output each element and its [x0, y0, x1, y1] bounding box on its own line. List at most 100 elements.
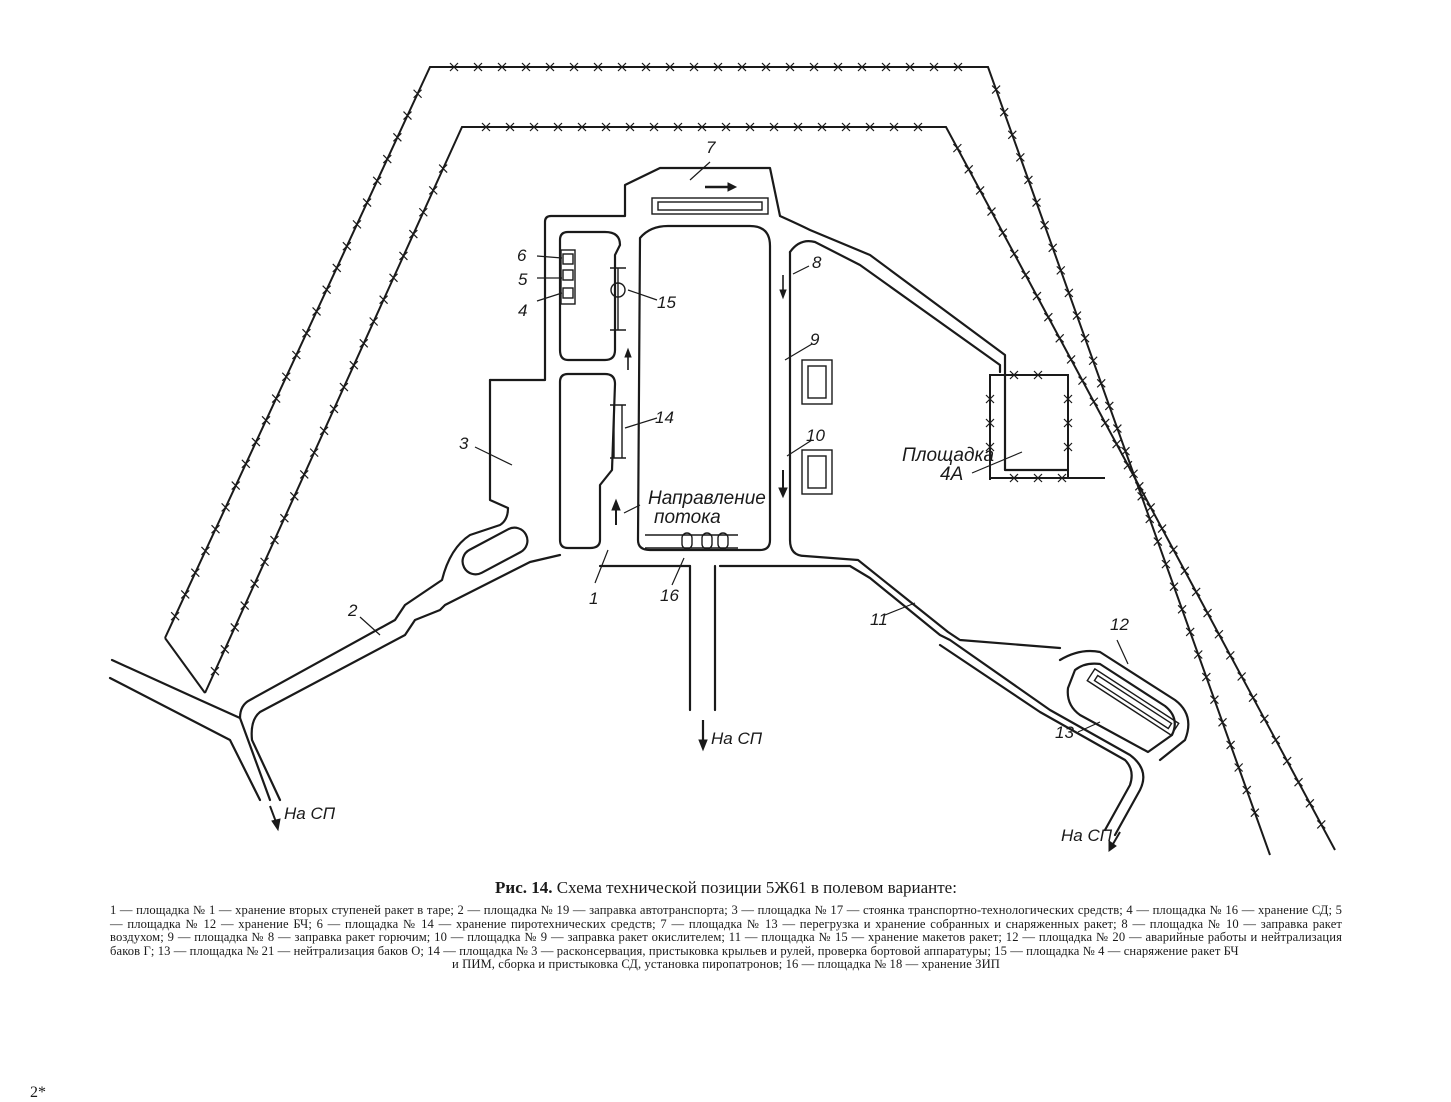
- caption-title-text: Схема технической позиции 5Ж61 в полевом…: [556, 878, 957, 897]
- fence-tick: [1096, 378, 1106, 388]
- fence-tick: [545, 62, 555, 72]
- fence-tick: [1305, 798, 1315, 808]
- fence-tick: [1009, 249, 1019, 259]
- fence-tick: [1064, 288, 1074, 298]
- fence-tick: [689, 62, 699, 72]
- fence-tick: [1112, 424, 1122, 433]
- caption-legend-text: 1 — площадка № 1 — хранение вторых ступе…: [110, 903, 1342, 958]
- fence-tick: [170, 611, 180, 621]
- caption-legend-last: и ПИМ, сборка и пристыковка СД, установк…: [452, 957, 1000, 972]
- fence-tick: [1161, 559, 1171, 569]
- fence-tick: [1134, 481, 1144, 491]
- fence-tick: [271, 394, 281, 403]
- fence-tick: [1063, 442, 1073, 452]
- fence-tick: [1123, 460, 1133, 470]
- fence-tick: [399, 251, 408, 261]
- fence-tick: [497, 62, 507, 72]
- fence-tick: [641, 62, 651, 72]
- pad-4a-fence: [989, 374, 1069, 480]
- to-sp-center-label: На СП: [711, 729, 763, 748]
- fence-tick: [1250, 808, 1260, 818]
- fence-tick: [1057, 473, 1067, 483]
- fence-tick: [769, 122, 779, 132]
- fence-tick: [601, 122, 611, 132]
- fence-ticks: [170, 62, 1326, 829]
- fence-tick: [577, 122, 587, 132]
- fence-tick: [261, 415, 271, 425]
- caption-title: Рис. 14. Схема технической позиции 5Ж61 …: [110, 878, 1342, 898]
- fence-tick: [1153, 537, 1163, 546]
- fence-tick: [985, 394, 995, 404]
- label-6: 6: [517, 246, 527, 265]
- fence-tick: [991, 85, 1001, 95]
- label-2: 2: [347, 601, 358, 620]
- fence-tick: [372, 176, 382, 186]
- fence-tick: [1137, 491, 1147, 501]
- fence-tick: [1063, 394, 1073, 404]
- fence-tick: [1218, 717, 1227, 727]
- outer-fence: [164, 66, 1271, 856]
- fence-tick: [1271, 735, 1281, 745]
- label-11: 11: [870, 610, 888, 629]
- fence-tick: [1214, 629, 1224, 639]
- fence-tick: [1040, 220, 1050, 230]
- fence-tick: [553, 122, 563, 132]
- fence-tick: [332, 263, 342, 273]
- fence-tick: [1063, 418, 1073, 428]
- fence-tick: [817, 122, 827, 132]
- caption-legend: 1 — площадка № 1 — хранение вторых ступе…: [110, 903, 1342, 972]
- fence-tick: [270, 535, 279, 545]
- fence-tick: [964, 164, 974, 174]
- fence-tick: [1226, 740, 1236, 750]
- fence-tick: [180, 590, 190, 599]
- label-16: 16: [660, 586, 679, 605]
- fence-tick: [1032, 291, 1042, 301]
- outer-fence-spur: [164, 637, 206, 694]
- fence-tick: [1072, 311, 1082, 320]
- fence-tick: [481, 122, 491, 132]
- fence-tick: [998, 228, 1008, 238]
- fence-tick: [913, 122, 923, 132]
- fence-tick: [1015, 152, 1025, 162]
- label-12: 12: [1110, 615, 1129, 634]
- fence-tick: [1157, 524, 1167, 533]
- fence-tick: [220, 644, 230, 654]
- fence-tick: [865, 122, 875, 132]
- fence-tick: [1193, 650, 1203, 659]
- label-8: 8: [812, 253, 822, 272]
- fence-tick: [319, 426, 329, 436]
- fence-tick: [953, 62, 963, 72]
- fence-tick: [260, 557, 269, 567]
- fence-tick: [1021, 270, 1031, 280]
- label-5: 5: [518, 270, 528, 289]
- fence-tick: [1316, 820, 1326, 829]
- fence-tick: [291, 350, 301, 360]
- fence-tick: [1146, 503, 1156, 512]
- fence-tick: [1259, 714, 1269, 724]
- fence-tick: [359, 338, 369, 348]
- label-10: 10: [806, 426, 825, 445]
- fence-tick: [418, 207, 428, 217]
- fence-tick: [505, 122, 515, 132]
- fence-tick: [1282, 756, 1292, 766]
- fence-tick: [1180, 566, 1190, 576]
- fence-tick: [1009, 370, 1019, 380]
- flow-arrows: [269, 182, 1121, 852]
- fence-tick: [349, 360, 359, 370]
- fence-tick: [1089, 397, 1099, 407]
- pad-4a-label-2: 4А: [940, 464, 963, 485]
- fence-tick: [309, 448, 319, 458]
- fence-tick: [289, 491, 299, 501]
- fence-tick: [721, 122, 731, 132]
- fence-tick: [438, 164, 448, 173]
- fence-tick: [190, 568, 200, 578]
- fence-tick: [1100, 418, 1110, 428]
- fence-tick: [975, 185, 985, 195]
- fence-tick: [625, 122, 635, 132]
- fence-tick: [1191, 587, 1201, 597]
- fence-tick: [1024, 175, 1033, 185]
- label-1: 1: [589, 589, 598, 608]
- fence-tick: [342, 241, 352, 251]
- caption-fig-label: Рис. 14.: [495, 878, 553, 897]
